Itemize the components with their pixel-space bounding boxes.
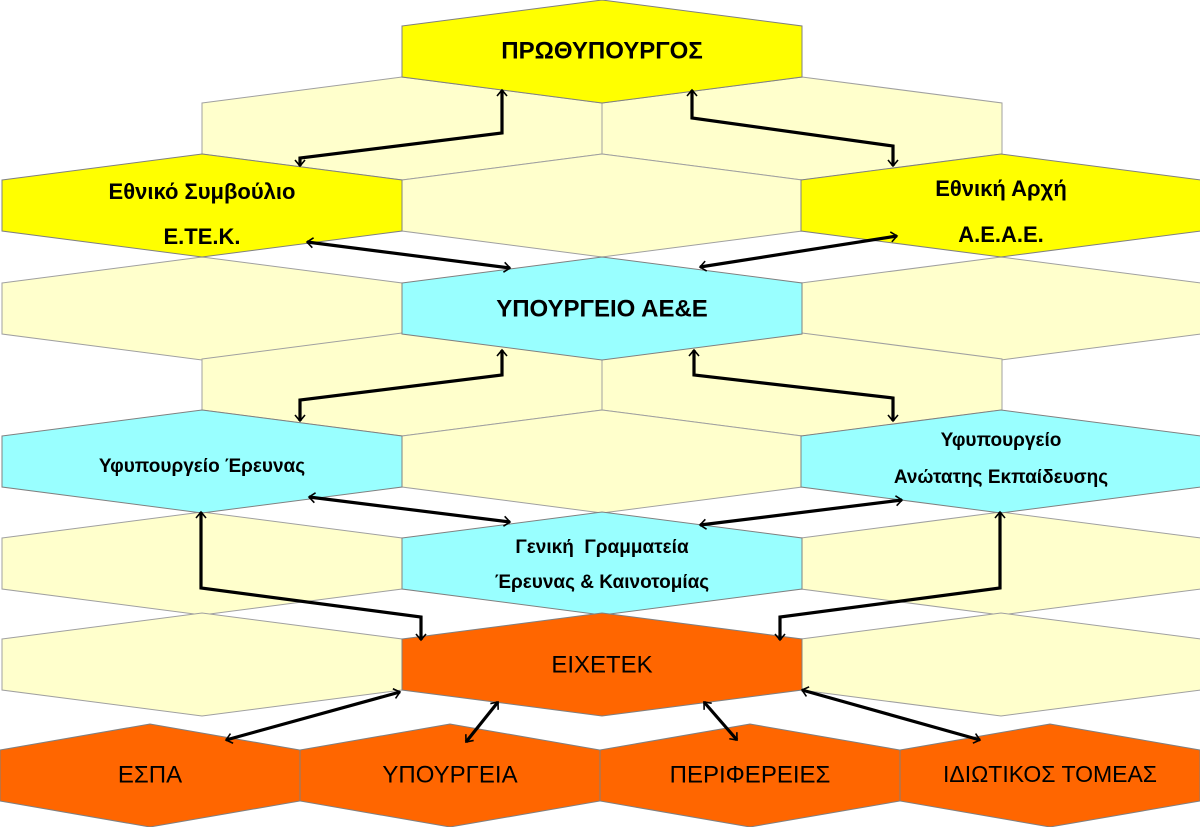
deputy-research-label: Υφυπουργείο Έρευνας bbox=[99, 456, 305, 477]
national-authority-node bbox=[800, 153, 1200, 258]
arrow-deputy-higher-ed-to-general-secretariat bbox=[698, 495, 904, 530]
arrow-eixetek-to-ministries bbox=[464, 701, 500, 743]
deputy-higher-ed-label: Υφυπουργείο bbox=[941, 430, 1062, 451]
arrow-deputy-research-to-general-secretariat bbox=[307, 492, 512, 527]
deputy-higher-ed-node bbox=[800, 409, 1200, 514]
arrow-ministry-to-deputy-research bbox=[294, 348, 508, 423]
general-secretariat-node bbox=[401, 511, 803, 616]
private-sector-node bbox=[899, 723, 1200, 827]
arrow-ministry-to-deputy-higher-ed bbox=[688, 348, 899, 423]
arrow-eixetek-to-private-sector bbox=[800, 686, 982, 744]
prime-minister-label: ΠΡΩΘΥΠΟΥΡΓΟΣ bbox=[501, 37, 702, 64]
national-authority-label: Α.Ε.Α.Ε. bbox=[958, 222, 1044, 247]
national-authority-label: Εθνική Αρχή bbox=[935, 176, 1067, 201]
arrow-national-council-to-ministry bbox=[305, 237, 512, 273]
arrow-deputy-higher-ed-to-eixetek bbox=[774, 510, 1006, 642]
ministry-label: ΥΠΟΥΡΓΕΙΟ ΑΕ&Ε bbox=[496, 295, 708, 322]
deputy-higher-ed-label: Ανώτατης Εκπαίδευσης bbox=[894, 467, 1108, 488]
ministries-label: ΥΠΟΥΡΓΕΙΑ bbox=[382, 761, 517, 788]
national-council-label: Εθνικό Συμβούλιο bbox=[109, 179, 296, 204]
arrow-eixetek-to-espa bbox=[224, 688, 402, 744]
connectors bbox=[195, 88, 1006, 744]
ministry-node bbox=[401, 256, 803, 361]
prime-minister-node bbox=[401, 0, 803, 104]
national-council-label: Ε.ΤΕ.Κ. bbox=[163, 224, 240, 249]
national-council-node bbox=[1, 153, 403, 258]
arrow-prime-minister-to-national-authority bbox=[686, 88, 899, 168]
espa-label: ΕΣΠΑ bbox=[118, 761, 182, 788]
regions-label: ΠΕΡΙΦΕΡΕΙΕΣ bbox=[670, 761, 831, 788]
private-sector-label: ΙΔΙΩΤΙΚΟΣ ΤΟΜΕΑΣ bbox=[943, 761, 1157, 787]
general-secretariat-label: Γενική Γραμματεία bbox=[515, 537, 689, 558]
background-cell bbox=[1, 612, 403, 717]
eixetek-label: ΕΙΧΕΤΕΚ bbox=[551, 651, 652, 678]
arrow-deputy-research-to-eixetek bbox=[195, 510, 427, 642]
deputy-research-node bbox=[1, 409, 403, 514]
general-secretariat-label: Έρευνας & Καινοτομίας bbox=[495, 572, 709, 593]
arrow-prime-minister-to-national-council bbox=[294, 88, 508, 168]
background-cell bbox=[800, 612, 1200, 717]
arrow-national-authority-to-ministry bbox=[698, 231, 899, 272]
arrow-eixetek-to-regions bbox=[702, 700, 739, 742]
